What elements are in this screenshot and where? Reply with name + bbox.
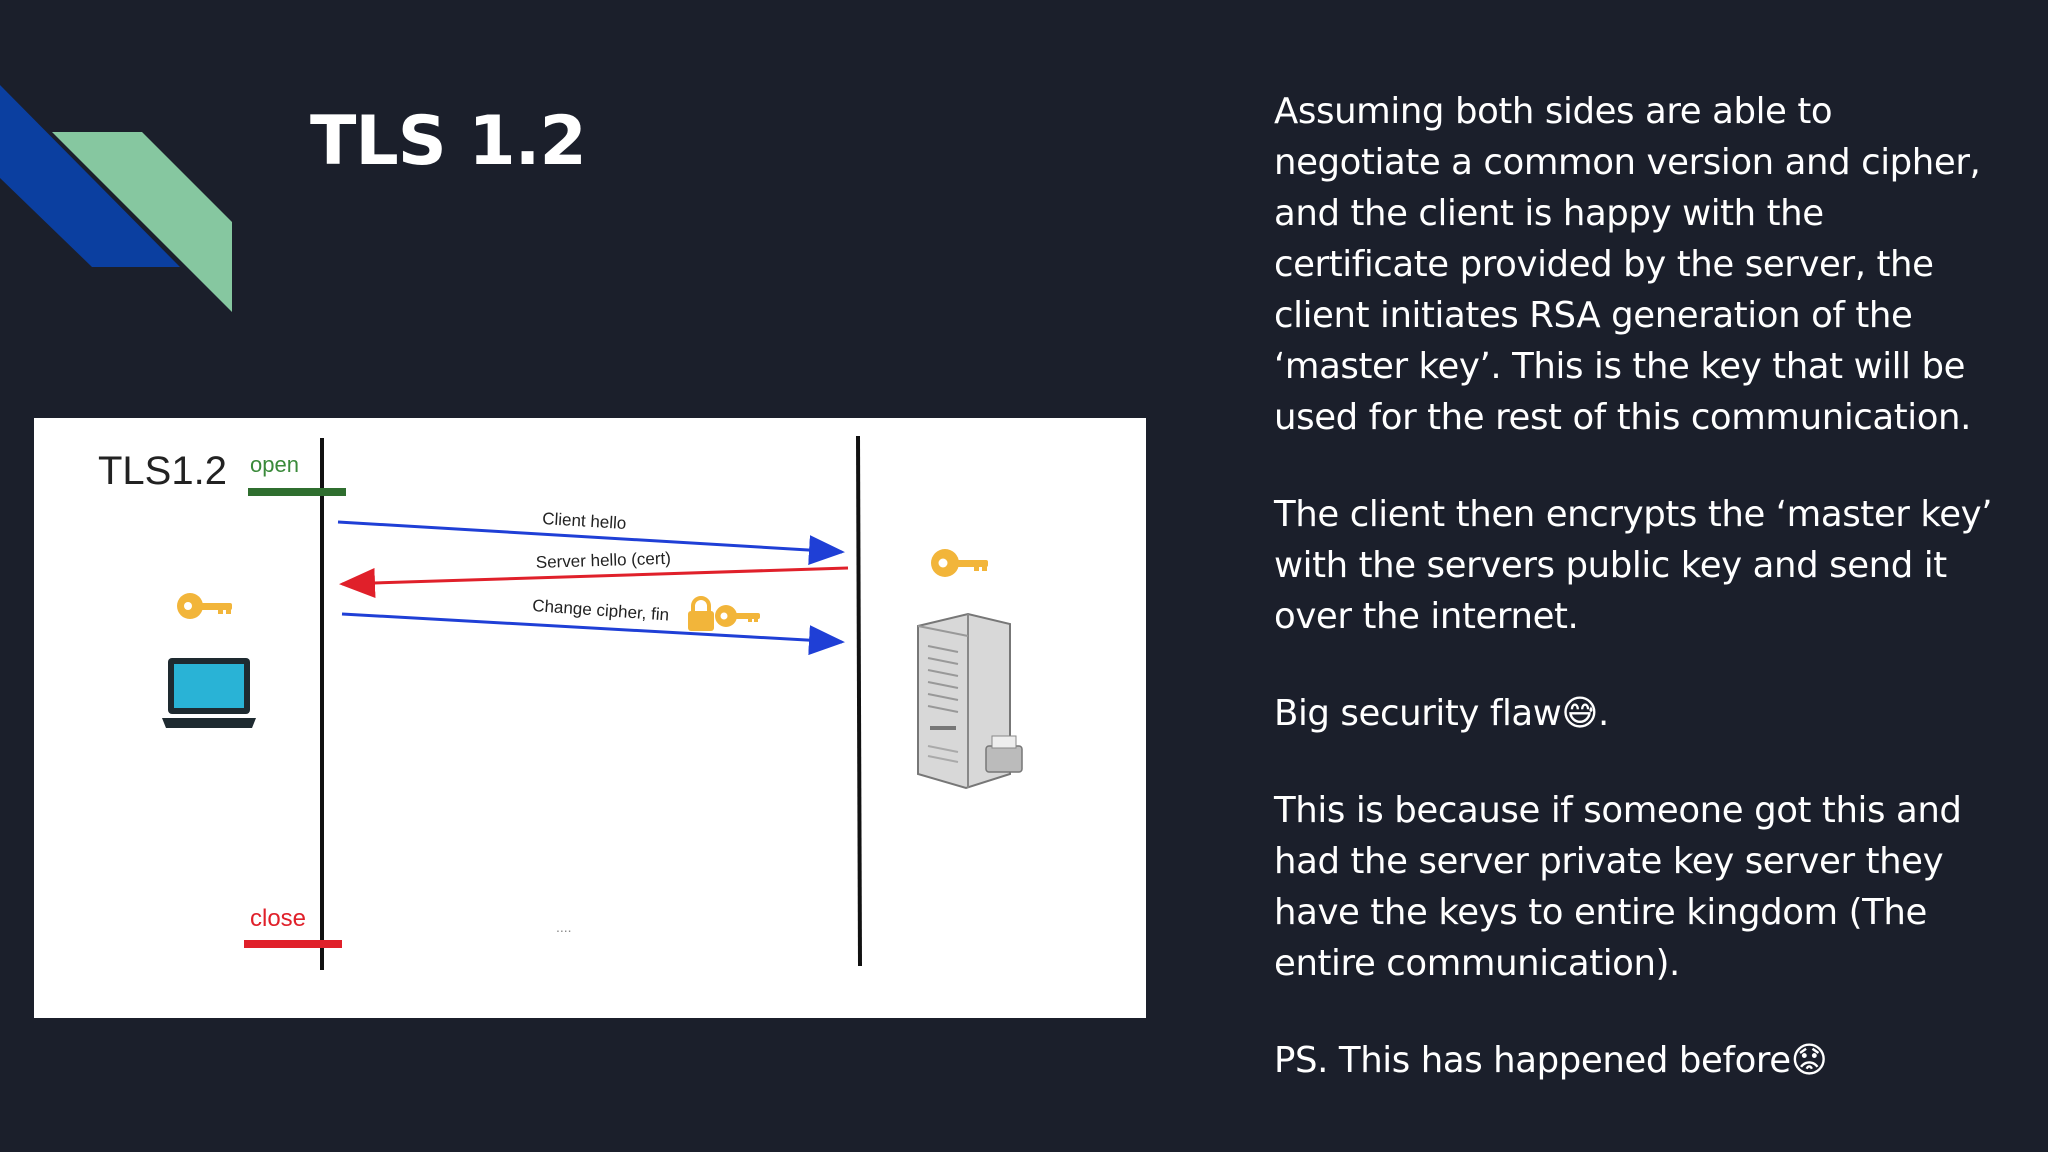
- close-label: close: [250, 905, 306, 932]
- diagram-heading: TLS1.2: [98, 449, 227, 493]
- corner-decoration: [0, 85, 232, 312]
- paragraph-master-key: Assuming both sides are able to negotiat…: [1274, 91, 1981, 438]
- lock-icon: [688, 596, 714, 631]
- tls-handshake-diagram: TLS1.2 open close .... Client hello Serv…: [34, 418, 1146, 1018]
- ellipsis-label: ....: [556, 919, 572, 935]
- cipher-key-icon: [715, 605, 760, 627]
- slide-title: TLS 1.2: [310, 102, 587, 181]
- paragraph-reason: This is because if someone got this and …: [1274, 790, 1962, 984]
- server-hello-label: Server hello (cert): [536, 549, 672, 572]
- paragraph-encrypt: The client then encrypts the ‘master key…: [1274, 494, 1993, 637]
- server-hello-arrow: [339, 566, 849, 598]
- open-bar: [248, 488, 346, 496]
- green-stripe: [52, 132, 232, 312]
- client-hello-label: Client hello: [542, 509, 627, 533]
- paragraph-security-flaw: Big security flaw😅.: [1274, 693, 1609, 734]
- blue-stripe: [0, 85, 180, 267]
- explanation-text: Assuming both sides are able to negotiat…: [1274, 86, 1994, 1132]
- server-timeline: [856, 435, 862, 967]
- close-bar: [244, 940, 342, 948]
- server-icon: [917, 612, 1023, 790]
- change-cipher-arrow: [341, 612, 845, 656]
- client-hello-arrow: [337, 520, 845, 566]
- laptop-icon: [162, 658, 256, 728]
- change-cipher-label: Change cipher, fin: [532, 596, 670, 625]
- client-key-icon: [177, 593, 232, 619]
- open-label: open: [250, 452, 299, 477]
- server-key-icon: [931, 549, 988, 577]
- paragraph-ps: PS. This has happened before😟: [1274, 1040, 1828, 1081]
